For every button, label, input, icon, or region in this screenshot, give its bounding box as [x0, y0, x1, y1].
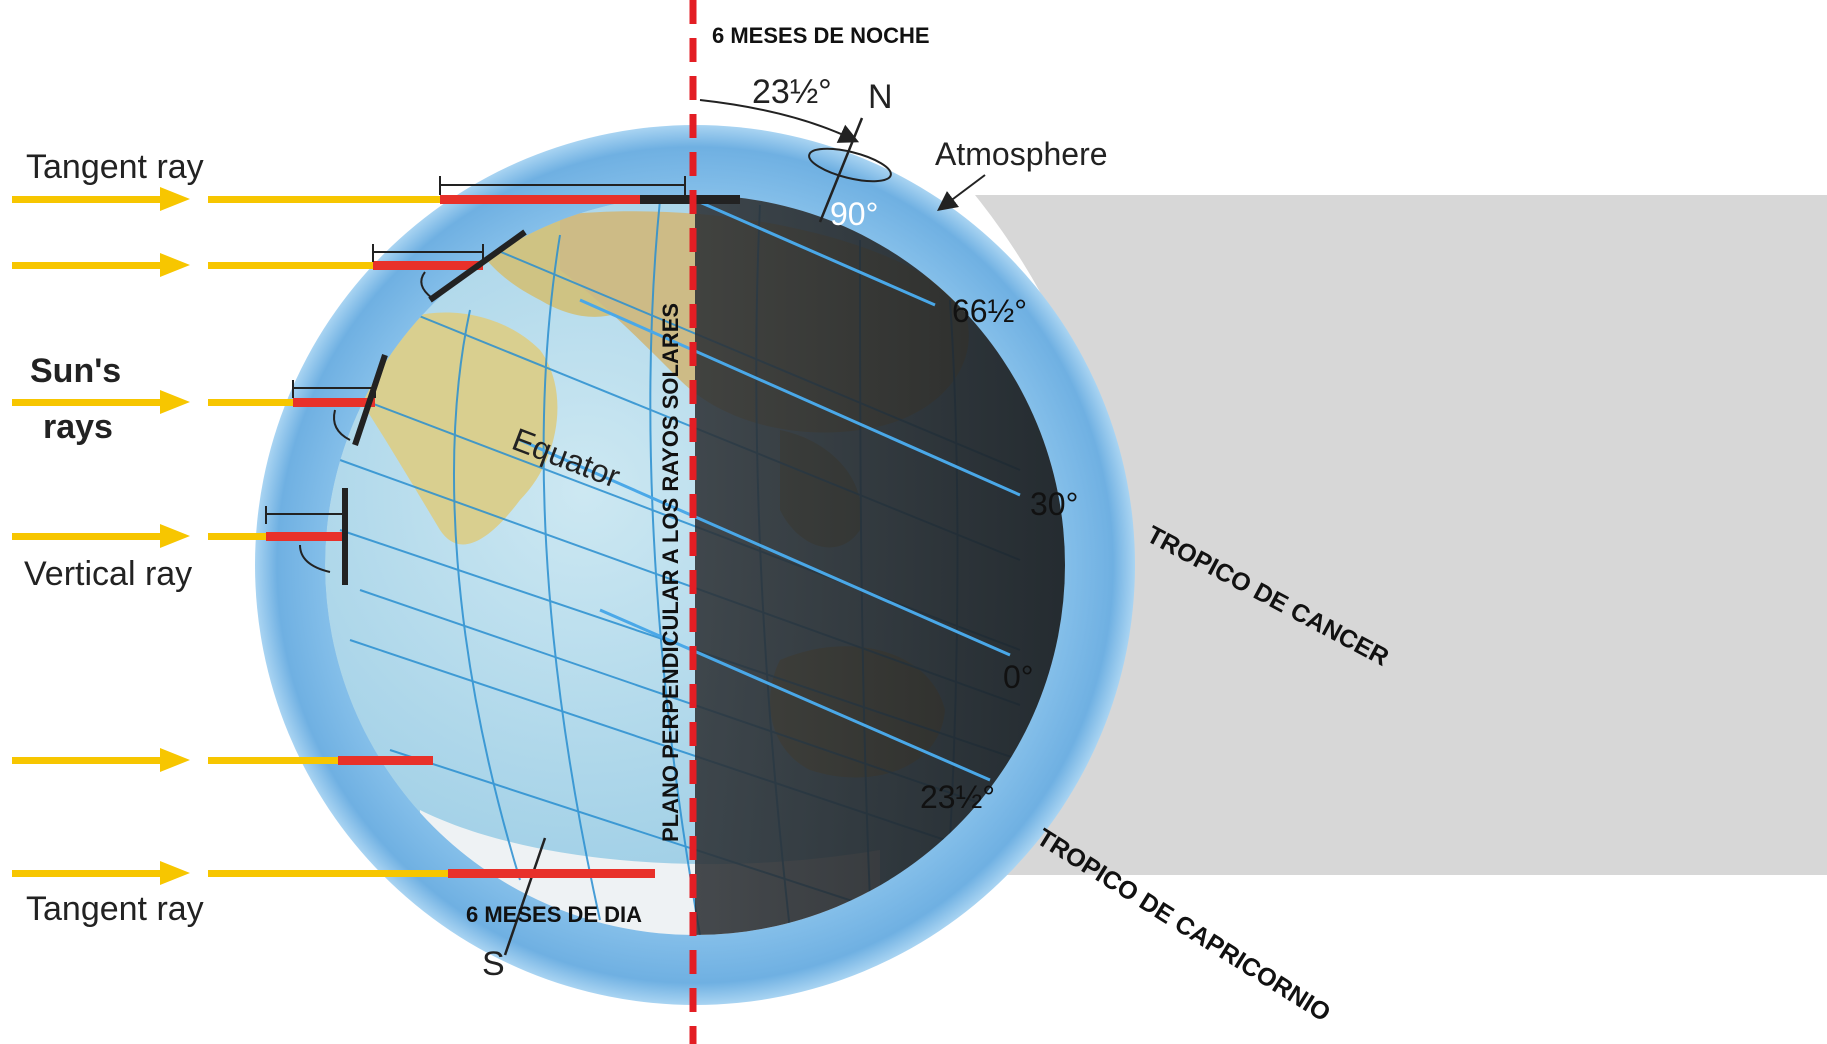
label-lat-30: 30° — [1030, 486, 1078, 522]
label-perpendicular-plane: PLANO PERPENDICULAR A LOS RAYOS SOLARES — [658, 303, 683, 842]
label-lat-23: 23½° — [920, 779, 995, 815]
label-day-6-months: 6 MESES DE DIA — [466, 902, 642, 927]
label-north: N — [868, 78, 893, 116]
ray-2 — [12, 229, 527, 303]
label-tangent-ray-top: Tangent ray — [26, 148, 204, 186]
atmosphere-pointer — [937, 174, 986, 211]
ray-5 — [12, 748, 433, 772]
label-suns-rays-2: rays — [43, 408, 113, 446]
ray-3 — [12, 354, 388, 446]
shadow-panel — [968, 195, 1827, 875]
label-tangent-ray-bottom: Tangent ray — [26, 890, 204, 928]
label-night-6-months: 6 MESES DE NOCHE — [712, 23, 930, 48]
latitude-lines — [519, 198, 1021, 782]
land-africa — [360, 312, 558, 545]
tilt-arc — [699, 99, 860, 143]
label-angle-90: 90° — [830, 196, 878, 232]
ray-tangent-bottom — [12, 861, 655, 885]
label-tilt-angle: 23½° — [752, 73, 832, 111]
label-lat-0: 0° — [1003, 659, 1034, 695]
label-south: S — [482, 945, 505, 983]
ray-vertical — [12, 488, 348, 585]
label-suns-rays-1: Sun's — [30, 352, 121, 390]
label-lat-66: 66½° — [952, 293, 1027, 329]
rotation-arrow — [808, 147, 892, 183]
label-vertical-ray: Vertical ray — [24, 555, 192, 593]
sun-rays — [12, 176, 740, 885]
label-atmosphere: Atmosphere — [935, 136, 1108, 172]
south-axis — [503, 837, 547, 956]
